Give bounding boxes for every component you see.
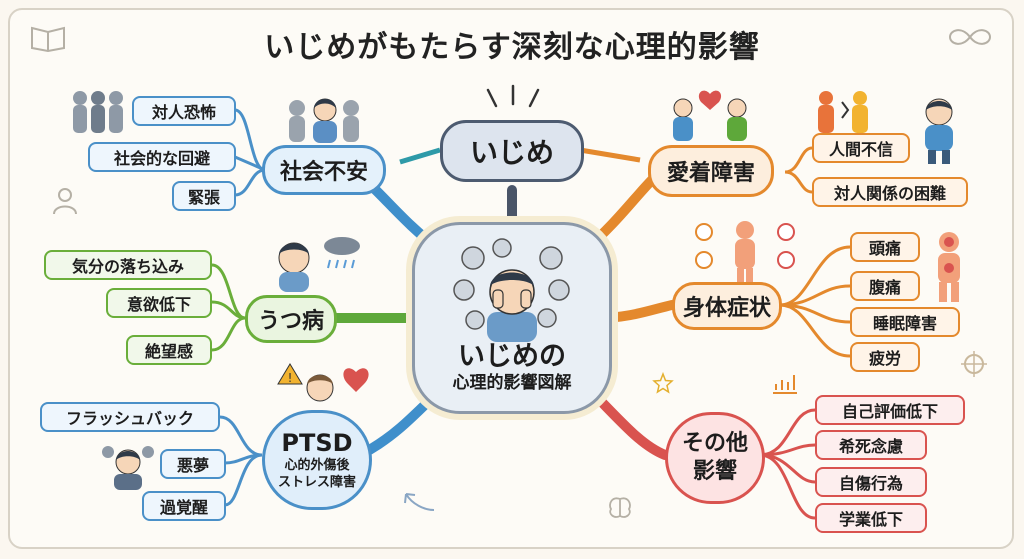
star-doodle-icon [652,372,674,394]
crowd-covering-face-icon [289,98,359,143]
leaf-depression-3: 絶望感 [126,335,212,365]
leaf-physical-1: 頭痛 [850,232,920,262]
arguing-people-icon [818,91,868,133]
leaf-ptsd-2: 悪夢 [160,449,226,479]
stress-rays-icon [486,84,540,108]
leaf-social-anxiety-1: 対人恐怖 [132,96,236,126]
center-subtitle: 心理的影響図解 [452,373,572,393]
node-physical: 身体症状 [672,282,782,330]
leaf-attachment-2: 対人関係の困難 [812,177,968,207]
lonely-child-icon [925,98,953,164]
center-title: いじめの [458,341,566,372]
broken-heart-people-icon [673,90,747,141]
arrow-doodle-icon [404,493,435,511]
leaf-physical-3: 睡眠障害 [850,307,960,337]
node-attachment: 愛着障害 [648,145,774,197]
node-ptsd: PTSD 心的外傷後 ストレス障害 [262,410,372,510]
page-title: いじめがもたらす深刻な心理的影響 [264,30,760,65]
sad-child-rain-icon [278,237,360,292]
node-social-anxiety: 社会不安 [262,145,386,195]
frightened-crowd-icon [73,91,123,133]
leaf-ptsd-3: 過覚醒 [142,491,226,521]
leaf-attachment-1: 人間不信 [812,133,910,163]
person-outline-icon [53,188,77,215]
book-icon [31,26,65,52]
infinity-icon [948,29,992,45]
top-node-bullying: いじめ [440,120,584,182]
leaf-physical-2: 腹痛 [850,271,920,301]
leaf-depression-2: 意欲低下 [106,288,212,318]
leaf-other-1: 自己評価低下 [815,395,965,425]
leaf-physical-4: 疲労 [850,342,920,372]
svg-text:!: ! [288,371,293,385]
nightmare-child-icon [102,446,154,490]
brain-doodle-icon [609,497,631,518]
growth-chart-icon [773,375,797,394]
target-doodle-icon [961,351,987,377]
distressed-child-icon [453,238,570,342]
leaf-social-anxiety-2: 社会的な回避 [88,142,236,172]
leaf-ptsd-1: フラッシュバック [40,402,220,432]
node-depression: うつ病 [245,295,337,343]
leaf-other-4: 学業低下 [815,503,927,533]
center-node: いじめの 心理的影響図解 [412,222,612,414]
leaf-social-anxiety-3: 緊張 [172,181,236,211]
node-other: その他 影響 [665,412,765,504]
trauma-warning-icon: ! [277,363,369,402]
leaf-other-3: 自傷行為 [815,467,927,497]
leaf-depression-1: 気分の落ち込み [44,250,212,280]
headache-figure-icon [938,232,960,302]
body-pain-icon [695,221,795,282]
leaf-other-2: 希死念慮 [815,430,927,460]
